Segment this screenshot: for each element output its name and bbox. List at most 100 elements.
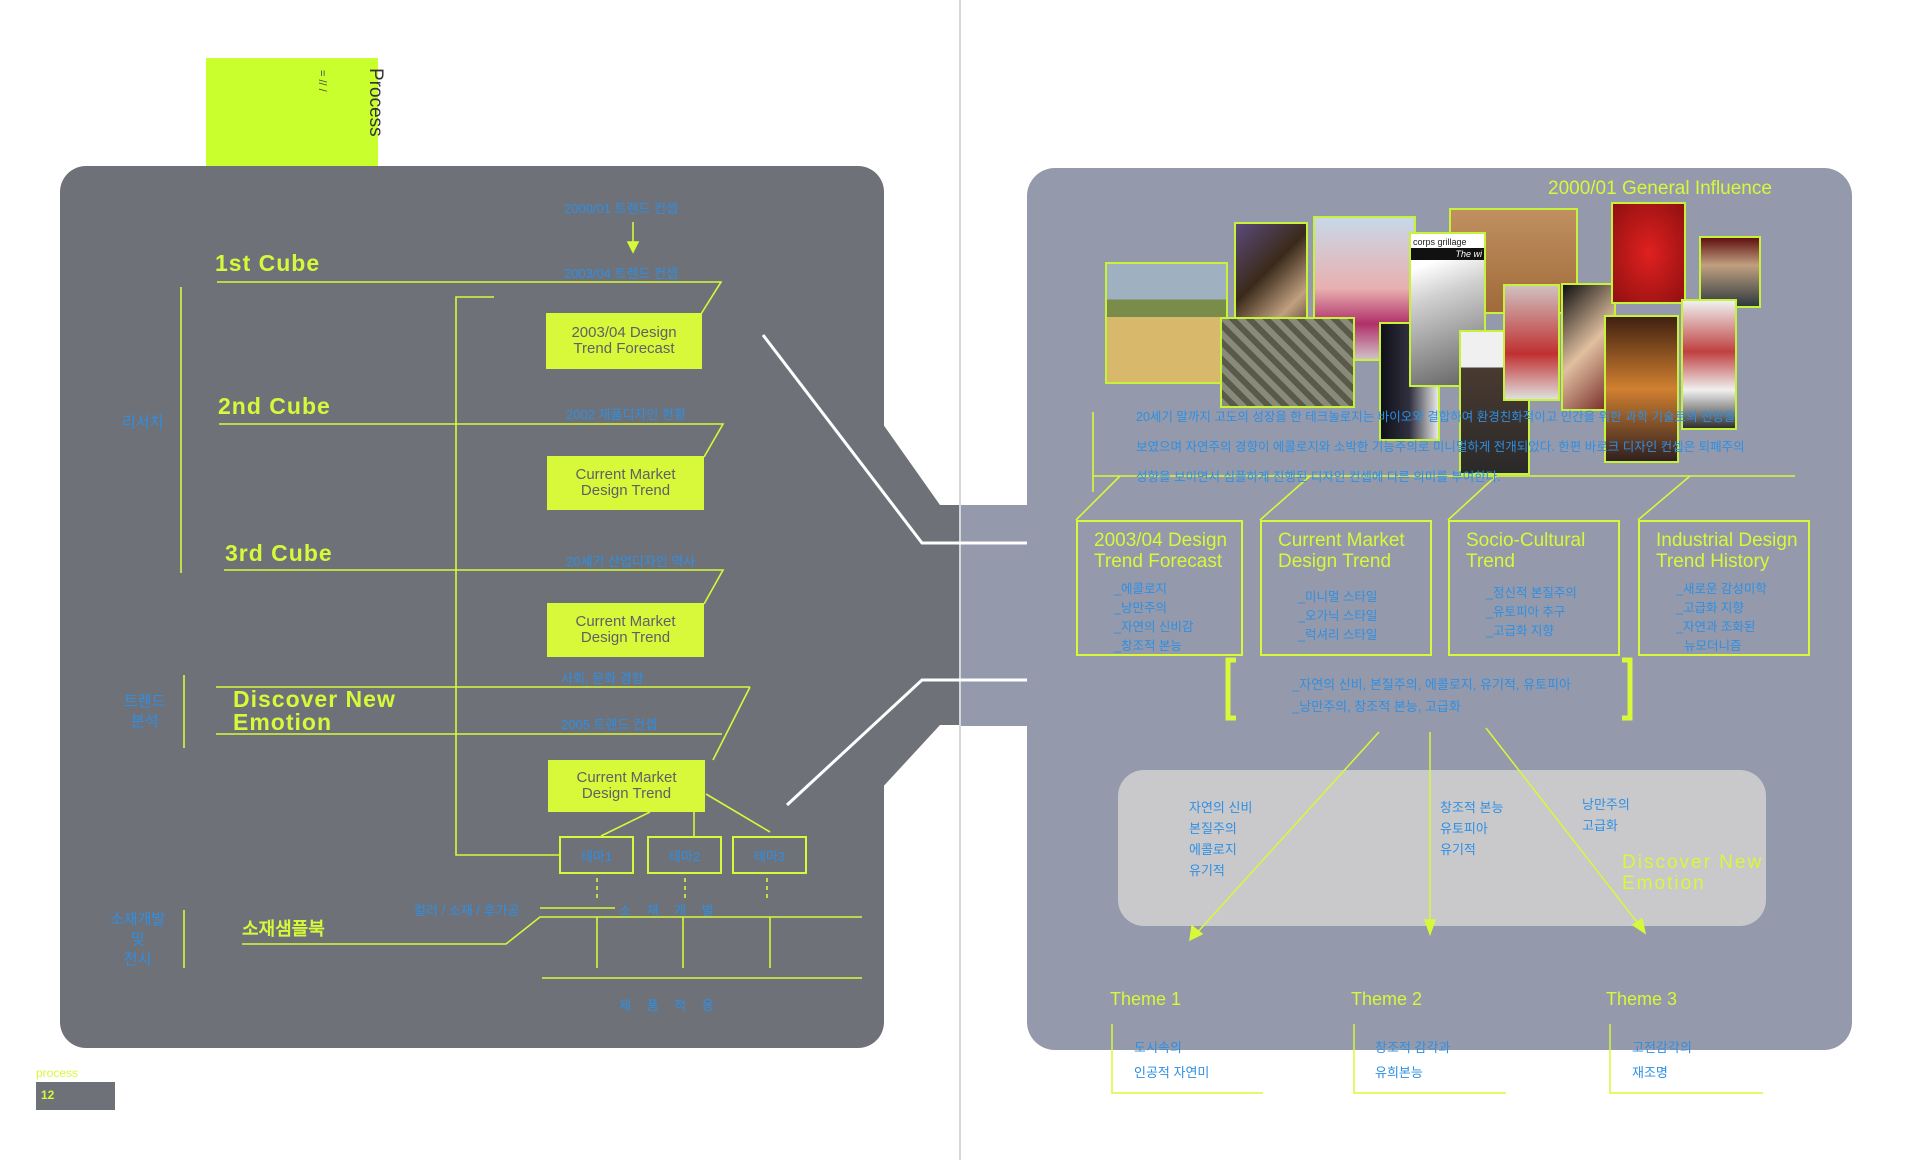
right-connector [960, 505, 1030, 726]
cube3-box[interactable]: Current Market Design Trend [547, 603, 704, 657]
tab-marks: = // / [316, 70, 328, 92]
category-title: Trend [1466, 551, 1515, 572]
cube3-title: 3rd Cube [225, 540, 333, 566]
page-number: 12 [41, 1088, 55, 1102]
page-fold [959, 0, 961, 1160]
emotion-title-line: Emotion [233, 709, 332, 735]
category-item: _자연의 신비감 [1114, 620, 1194, 634]
sample-book-line [242, 916, 862, 945]
category-item: _럭셔리 스타일 [1298, 628, 1378, 642]
side-label-line: 트렌드 [124, 693, 166, 710]
box-line: Current Market [575, 466, 676, 483]
unicycle-photo [1681, 299, 1737, 430]
right-bracket [1622, 657, 1633, 721]
category-title: 2003/04 Design [1094, 530, 1228, 551]
left-bracket [1225, 657, 1236, 721]
theme-3-arrow [1485, 727, 1641, 927]
material-note: 컬러 / 소재 / 후가공 [414, 903, 520, 918]
emotion-title: Discover New Emotion [233, 688, 396, 734]
theme-box-2[interactable]: 테마2 [647, 836, 722, 874]
category-item: _고급화 지향 [1676, 601, 1744, 615]
emotion-line: Discover New [1622, 852, 1764, 873]
theme-line: 고전감각의 [1632, 1040, 1692, 1055]
box-line: Trend Forecast [573, 340, 675, 357]
intro-paragraph: 20세기 말까지 고도의 성장을 한 테크놀로지는 바이오와 결합하여 환경친화… [1136, 402, 1745, 492]
theme-box-1[interactable]: 테마1 [559, 836, 634, 874]
category-title: Trend Forecast [1094, 551, 1223, 572]
bracket-line [455, 296, 559, 856]
arrow-head [1631, 917, 1647, 935]
side-label-material: 소재개발 및 전시 [110, 910, 165, 970]
cube2-line [219, 423, 725, 458]
theme-link-line [705, 793, 771, 833]
emotion-diagonal [712, 686, 751, 761]
magazine-photo: corps grillage The wi [1409, 232, 1486, 387]
keyword: 유기적 [1440, 842, 1476, 857]
keyword: 창조적 본능 [1440, 800, 1504, 815]
arrow-head [1189, 924, 1204, 942]
tab-title: Process [365, 68, 386, 137]
side-label-line: 전시 [123, 951, 152, 968]
page-number-box: 12 [36, 1082, 115, 1110]
box-line: Design Trend [581, 785, 672, 802]
cube2-box[interactable]: Current Market Design Trend [547, 456, 704, 510]
box-line: Current Market [575, 613, 676, 630]
category-item: _정신적 본질주의 [1486, 586, 1577, 600]
paragraph-line: 20세기 말까지 고도의 성장을 한 테크놀로지는 바이오와 결합하여 환경친화… [1136, 410, 1736, 424]
category-diagonal [1637, 475, 1691, 521]
keyword: 에콜로지 [1189, 842, 1237, 857]
box-line: Design Trend [580, 629, 671, 646]
emotion-box[interactable]: Current Market Design Trend [548, 760, 705, 812]
theme-3-bracket [1609, 1024, 1763, 1094]
side-label-line: 및 [130, 931, 145, 948]
category-item: _오가닉 스타일 [1298, 609, 1378, 623]
theme-line: 인공적 자연미 [1134, 1065, 1210, 1080]
category-item: _에콜로지 [1114, 582, 1167, 596]
box-line: Design Trend [580, 482, 671, 499]
left-panel [60, 166, 884, 1048]
side-label-trend: 트렌드 분석 [124, 692, 165, 732]
theme-line: 창조적 감각과 [1375, 1040, 1451, 1055]
category-item: _고급화 지향 [1486, 624, 1554, 638]
theme-link-line [600, 811, 651, 837]
side-label-line: 소재개발 [110, 911, 166, 928]
product-apply: 제 품 적 용 [619, 998, 714, 1013]
emotion-title-line: Discover New [233, 686, 396, 712]
magazine-text: The wi [1411, 248, 1484, 260]
keyword: 유토피아 [1440, 821, 1488, 836]
paragraph-line: 성향을 보이면서 심플하게 진행된 디자인 컨셉에 다른 의미를 부여한다. [1136, 470, 1501, 484]
upper-white-connector [761, 334, 1027, 545]
category-item: _창조적 본능 [1114, 639, 1182, 653]
category-title: Trend History [1656, 551, 1770, 572]
cube2-title: 2nd Cube [218, 393, 331, 419]
lower-white-connector [785, 678, 1027, 807]
theme-box-3[interactable]: 테마3 [732, 836, 807, 874]
category-item: 뉴모더니즘 [1684, 639, 1742, 653]
theme-1-title: Theme 1 [1110, 989, 1182, 1009]
summary-line: _자연의 신비, 본질주의, 에콜로지, 유기적, 유토피아 [1292, 677, 1571, 692]
category-item: _새로운 감성미학 [1676, 582, 1767, 596]
paragraph-line: 보였으며 자연주의 경향이 에콜로지와 소박한 기능주의로 미니멀하게 전개되었… [1136, 440, 1745, 454]
top-arrow-head [626, 241, 640, 254]
magazine-text: corps grillage [1413, 237, 1467, 247]
category-item: _유토피아 추구 [1486, 605, 1566, 619]
category-diagonal [1447, 475, 1497, 521]
keyword: 본질주의 [1189, 821, 1237, 836]
side-label-research: 리서치 [122, 414, 164, 431]
dancer-photo [1604, 315, 1679, 463]
general-influence-title: 2000/01 General Influence [1548, 178, 1772, 199]
theme-line: 도시속의 [1134, 1040, 1182, 1055]
cube1-box[interactable]: 2003/04 Design Trend Forecast [546, 313, 702, 369]
summary-line: _낭만주의, 창조적 본능, 고급화 [1292, 699, 1461, 714]
theme-1-bracket [1111, 1024, 1263, 1094]
